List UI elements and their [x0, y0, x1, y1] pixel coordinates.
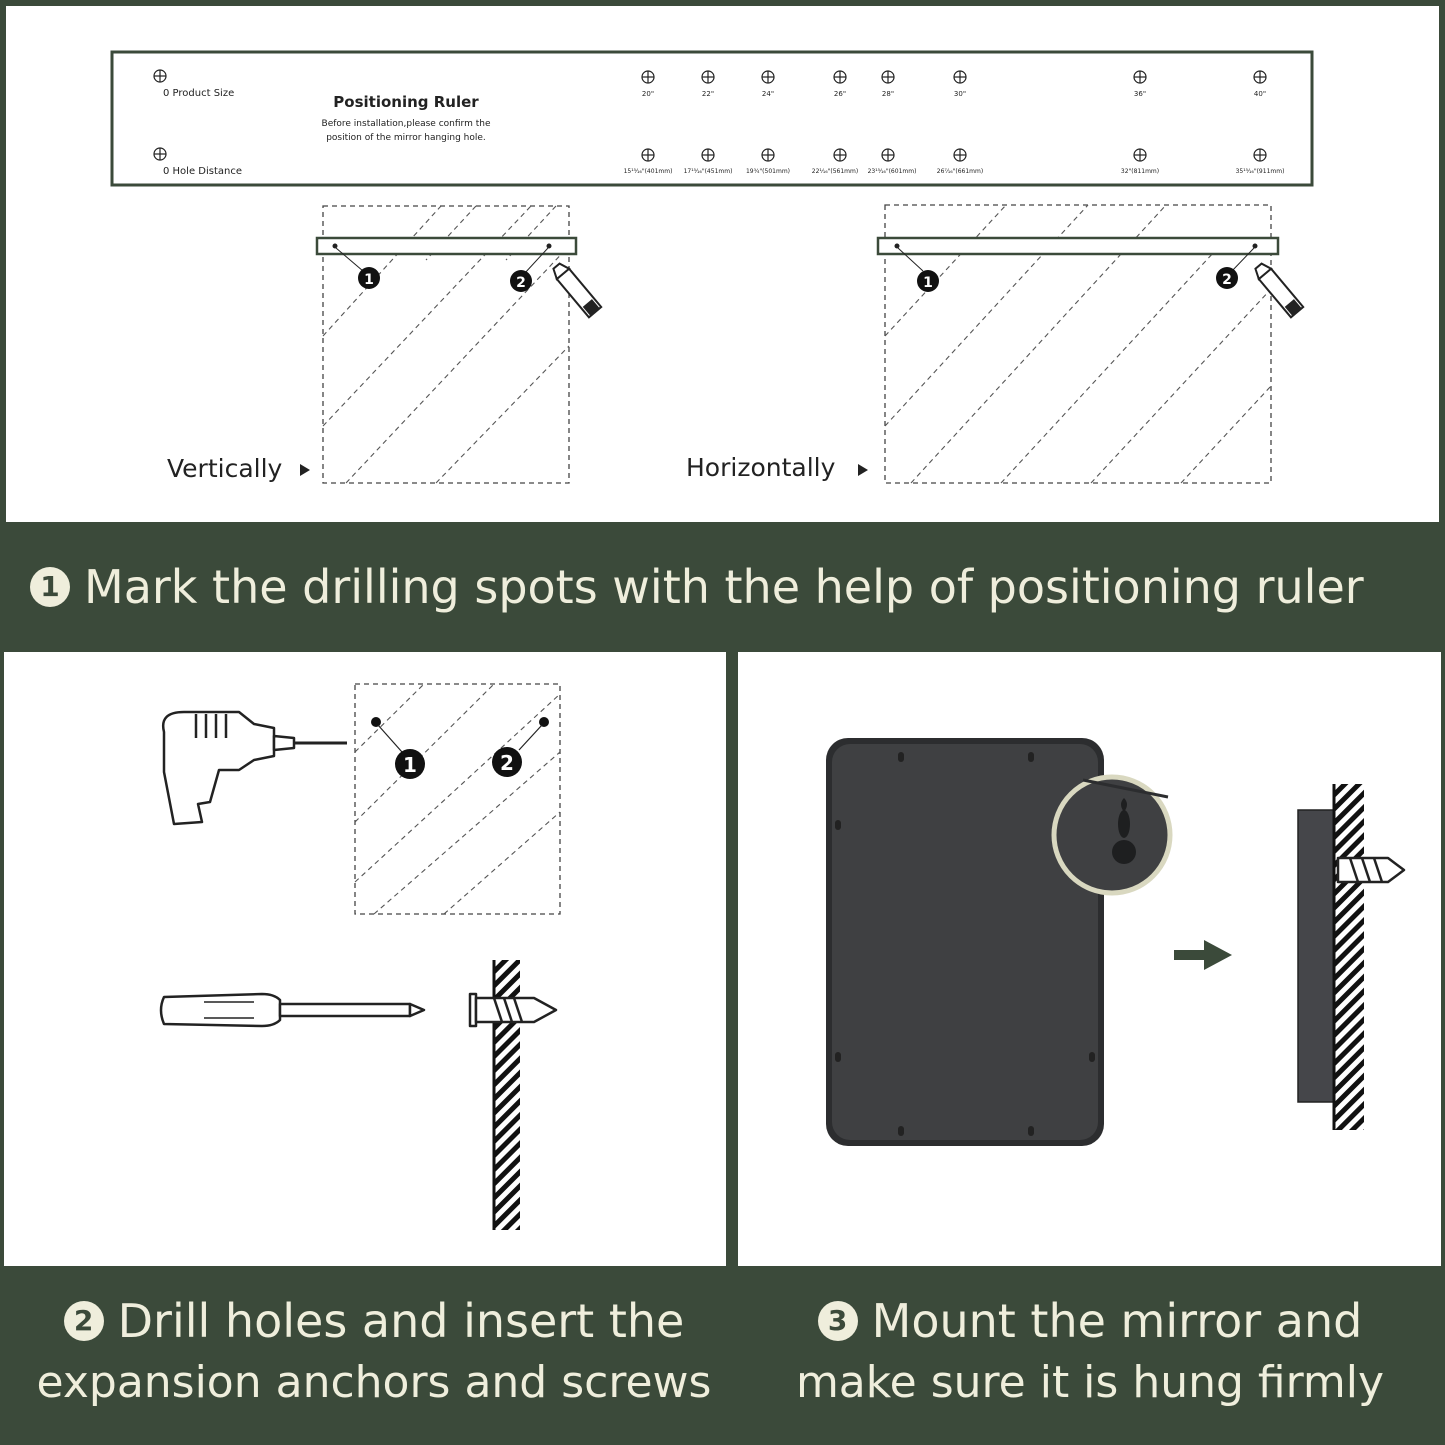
step3-caption: 3 Mount the mirror and make sure it is hu… [740, 1290, 1440, 1414]
step2-caption: 2 Drill holes and insert the expansion an… [24, 1290, 724, 1414]
step3-panel [738, 652, 1441, 1266]
vertical-label: Vertically [167, 454, 283, 483]
distance-marks: 15¹⁵⁄₁₆"(401mm) 17¹⁵⁄₁₆"(451mm) 19¾"(501… [624, 148, 1285, 175]
size-label: 36" [1134, 90, 1146, 98]
step1-illustration: 0 Product Size 0 Hole Distance Positioni… [110, 50, 1314, 484]
keyhole-zoom [1051, 774, 1173, 896]
marker-pen-icon [549, 260, 603, 319]
step3-illustration [826, 738, 1406, 1146]
screwdriver-icon [159, 992, 426, 1028]
mirror-back [826, 738, 1104, 1146]
horizontal-label: Horizontally [686, 453, 836, 482]
ruler-title: Positioning Ruler [333, 93, 479, 111]
arrow-right-icon [1174, 940, 1232, 970]
step2-illustration: 1 2 [159, 683, 561, 1230]
crosshair-icon [153, 69, 167, 83]
drill-mirror-diagram: 1 2 [354, 683, 561, 915]
step1-number: 1 [30, 566, 70, 607]
step3-number: 3 [817, 1300, 858, 1341]
ruler-note-line2: position of the mirror hanging hole. [326, 133, 486, 143]
step3-text-line1: Mount the mirror and [871, 1294, 1363, 1348]
step3-text-line2: make sure it is hung firmly [795, 1357, 1385, 1408]
mounted-mirror-side-view [1297, 784, 1406, 1130]
step1-panel: 0 Product Size 0 Hole Distance Positioni… [6, 6, 1439, 522]
horizontal-mirror-diagram: 1 2 Horizontally [686, 204, 1305, 484]
marker-1: 1 [364, 272, 374, 288]
size-label: 28" [882, 90, 894, 98]
pointer-arrow-icon [858, 464, 868, 476]
step2-text-line1: Drill holes and insert the [117, 1294, 685, 1348]
size-label: 24" [762, 90, 774, 98]
crosshair-icon [153, 147, 167, 161]
anchor-icon [468, 992, 558, 1028]
marker-2: 2 [516, 275, 526, 291]
size-marks: 20" 22" 24" 26" 28" 30" 36" 40" [641, 70, 1267, 98]
step2-panel: 1 2 [4, 652, 726, 1266]
size-label: 30" [954, 90, 966, 98]
drill-icon [161, 710, 347, 826]
distance-label: 23¹⁵⁄₁₆"(601mm) [868, 168, 917, 175]
distance-label: 35¹⁵⁄₁₆"(911mm) [1236, 168, 1285, 175]
marker-2: 2 [500, 751, 514, 775]
ruler-note-line1: Before installation,please confirm the [322, 119, 491, 129]
size-label: 26" [834, 90, 846, 98]
product-size-label: 0 Product Size [163, 88, 234, 99]
marker-1: 1 [923, 275, 933, 291]
distance-label: 22¹⁄₁₆"(561mm) [812, 168, 858, 175]
vertical-mirror-diagram: 1 2 Vertically [167, 205, 603, 484]
distance-label: 32"(811mm) [1121, 168, 1159, 175]
positioning-ruler: 0 Product Size 0 Hole Distance Positioni… [110, 50, 1314, 187]
pointer-arrow-icon [300, 464, 310, 476]
size-label: 20" [642, 90, 654, 98]
wall-anchor-illustration [468, 960, 558, 1230]
step1-text: Mark the drilling spots with the help of… [84, 560, 1364, 614]
distance-label: 15¹⁵⁄₁₆"(401mm) [624, 168, 673, 175]
step2-number: 2 [63, 1300, 104, 1341]
step1-caption: 1 Mark the drilling spots with the help o… [30, 560, 1364, 614]
distance-label: 17¹⁵⁄₁₆"(451mm) [684, 168, 733, 175]
size-label: 40" [1254, 90, 1266, 98]
step2-text-line2: expansion anchors and screws [36, 1357, 712, 1408]
distance-label: 26⁷⁄₁₆"(661mm) [937, 168, 983, 175]
marker-2: 2 [1222, 272, 1232, 288]
hole-distance-label: 0 Hole Distance [163, 166, 242, 177]
size-label: 22" [702, 90, 714, 98]
distance-label: 19¾"(501mm) [746, 168, 790, 175]
marker-1: 1 [403, 753, 417, 777]
marker-pen-icon [1251, 260, 1305, 319]
